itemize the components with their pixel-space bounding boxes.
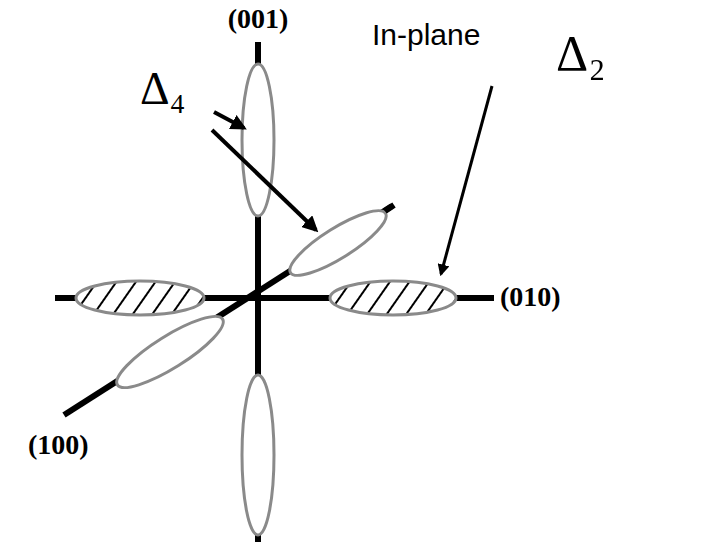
hatched-valley-ellipse (330, 281, 456, 315)
valley-ellipse (242, 375, 274, 535)
valley-label: Δ₄ (140, 64, 186, 115)
hatched-valley-ellipse (76, 281, 204, 315)
pointer-arrow (214, 112, 244, 128)
pointer-arrow (441, 86, 492, 274)
valley-ellipse (109, 306, 231, 399)
axis-label: (010) (500, 282, 561, 313)
valley-label: Δ₂ (556, 26, 606, 81)
pointer-arrow (212, 130, 316, 230)
axis-label: (100) (28, 430, 89, 461)
valley-ellipse (242, 64, 274, 216)
axis-100 (385, 205, 394, 211)
axis-label: (001) (228, 4, 289, 35)
annotation-label: In-plane (372, 18, 480, 51)
